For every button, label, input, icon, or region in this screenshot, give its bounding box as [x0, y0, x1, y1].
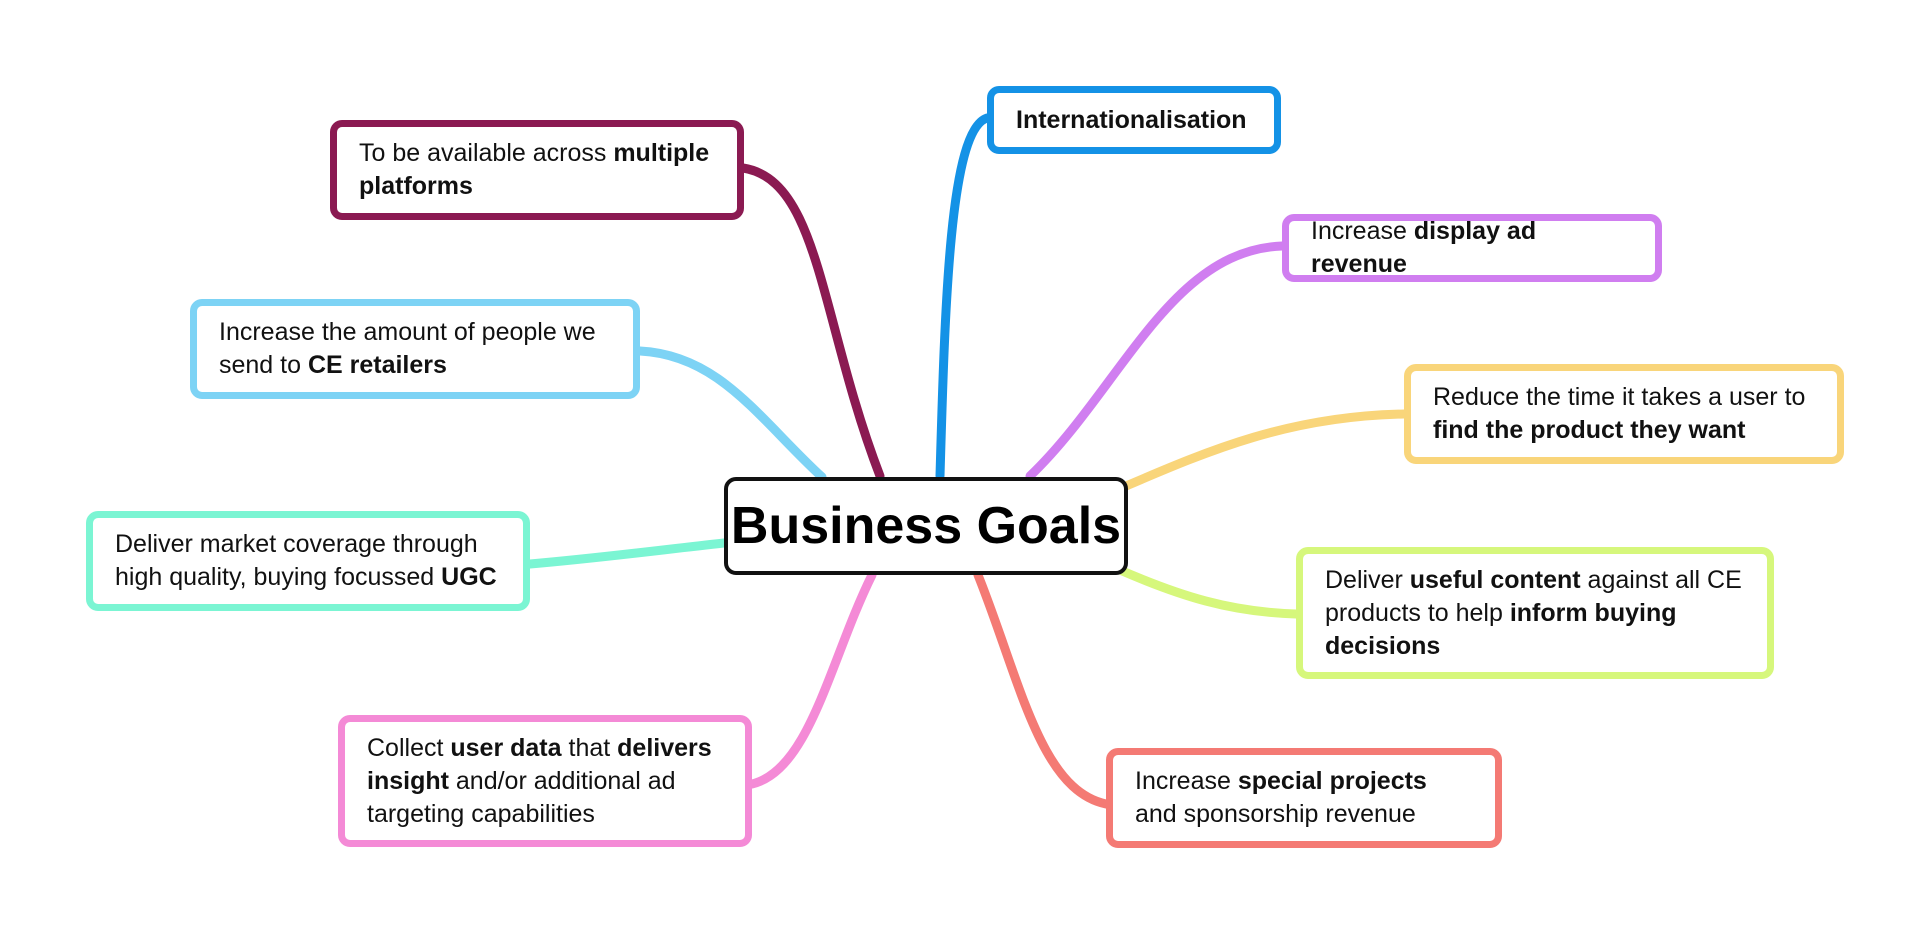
branch-text: Increase special projects and sponsorshi… [1135, 765, 1473, 831]
branch-text: Collect user data that delivers insight … [367, 732, 723, 831]
emphasis-text: display ad revenue [1311, 217, 1537, 278]
plain-text: Increase [1135, 767, 1238, 795]
connector-ce-retailers [635, 346, 827, 482]
branch-text: To be available across multiple platform… [359, 137, 715, 203]
plain-text: To be available across [359, 139, 614, 167]
plain-text: and/or additional ad targeting capabilit… [367, 766, 676, 828]
emphasis-text: user data [450, 733, 562, 762]
plain-text: Increase [1311, 217, 1414, 245]
connector-display-ad-revenue [1025, 241, 1287, 481]
branch-node-multi-platform[interactable]: To be available across multiple platform… [330, 120, 744, 220]
central-topic-node[interactable]: Business Goals [724, 477, 1128, 575]
branch-node-special-projects[interactable]: Increase special projects and sponsorshi… [1106, 748, 1502, 848]
plain-text: that [561, 733, 618, 762]
branch-text: Deliver useful content against all CE pr… [1325, 564, 1745, 663]
connector-useful-content [1115, 565, 1301, 619]
branch-node-ce-retailers[interactable]: Increase the amount of people we send to… [190, 299, 640, 399]
branch-text: Increase the amount of people we send to… [219, 316, 611, 382]
branch-text: Internationalisation [1016, 104, 1247, 137]
emphasis-text: special projects [1237, 767, 1427, 795]
branch-node-user-data[interactable]: Collect user data that delivers insight … [338, 715, 752, 847]
connector-internationalisation [935, 113, 992, 481]
plain-text: Increase the amount of people we send to [219, 318, 596, 379]
plain-text: Collect [367, 733, 451, 762]
plain-text: Reduce the time it takes a user to [1433, 383, 1806, 411]
plain-text: Deliver market coverage through high qua… [115, 530, 478, 591]
emphasis-text: inform buying decisions [1325, 598, 1677, 660]
plain-text: Deliver [1325, 565, 1410, 594]
connector-find-product [1121, 409, 1409, 491]
emphasis-text: multiple platforms [359, 139, 710, 200]
branch-node-internationalisation[interactable]: Internationalisation [987, 86, 1281, 154]
connector-user-data [747, 570, 877, 789]
emphasis-text: Internationalisation [1016, 105, 1247, 134]
central-topic-label: Business Goals [730, 497, 1122, 555]
connector-market-coverage [525, 538, 729, 569]
plain-text: against all CE products to help [1325, 565, 1742, 627]
branch-node-display-ad-revenue[interactable]: Increase display ad revenue [1282, 214, 1662, 282]
branch-node-find-product[interactable]: Reduce the time it takes a user to find … [1404, 364, 1844, 464]
branch-text: Reduce the time it takes a user to find … [1433, 381, 1815, 447]
plain-text: and sponsorship revenue [1135, 800, 1416, 828]
emphasis-text: CE retailers [307, 351, 447, 379]
emphasis-text: UGC [441, 563, 497, 591]
branch-node-useful-content[interactable]: Deliver useful content against all CE pr… [1296, 547, 1774, 679]
emphasis-text: find the product they want [1433, 416, 1746, 444]
connector-multi-platform [738, 163, 885, 481]
emphasis-text: useful content [1409, 565, 1581, 594]
emphasis-text: delivers insight [367, 733, 712, 795]
branch-text: Increase display ad revenue [1311, 215, 1633, 281]
branch-text: Deliver market coverage through high qua… [115, 528, 501, 594]
branch-node-market-coverage[interactable]: Deliver market coverage through high qua… [86, 511, 530, 611]
connector-special-projects [973, 570, 1111, 809]
